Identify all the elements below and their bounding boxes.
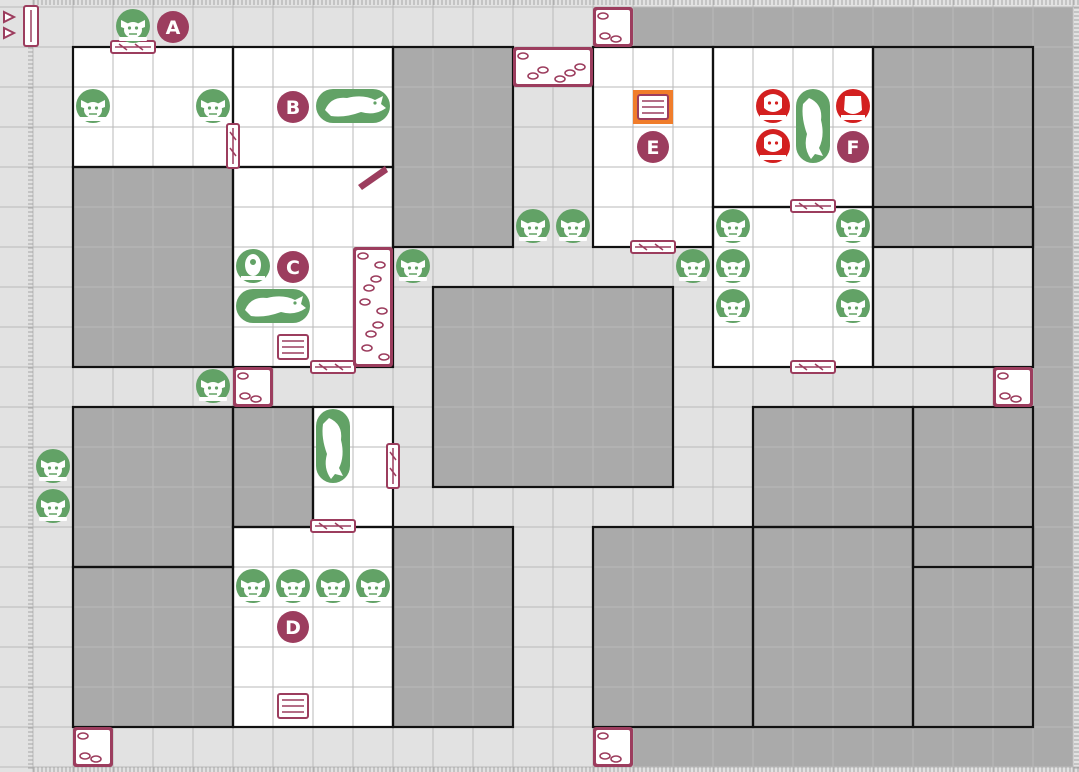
room-marker-d: D <box>277 611 309 643</box>
door-icon[interactable] <box>310 519 356 533</box>
room-marker-e: E <box>637 131 669 163</box>
orc-icon[interactable] <box>116 9 150 43</box>
wall-outline <box>911 525 1035 729</box>
rock-area <box>753 407 1033 527</box>
orc-icon[interactable] <box>716 289 750 323</box>
rock-area <box>1033 7 1073 767</box>
wolf-icon[interactable] <box>316 89 390 123</box>
bookcase-icon <box>353 247 393 367</box>
trap-icon <box>358 166 388 190</box>
chest-icon[interactable] <box>277 334 309 360</box>
marker-label: C <box>286 257 300 279</box>
marker-label: B <box>286 97 300 119</box>
start-arrow-icon <box>3 5 39 47</box>
secret-door-icon <box>993 367 1033 407</box>
marker-label: D <box>285 617 301 639</box>
orc-icon[interactable] <box>836 249 870 283</box>
wolf-icon[interactable] <box>316 409 350 483</box>
rock-area <box>393 47 513 247</box>
orc-icon[interactable] <box>356 569 390 603</box>
wolf-icon[interactable] <box>236 289 310 323</box>
orc-icon[interactable] <box>36 449 70 483</box>
orc-icon[interactable] <box>716 209 750 243</box>
room-marker-f: F <box>837 131 869 163</box>
wall-outline <box>71 165 235 369</box>
marker-label: A <box>166 17 181 39</box>
chaos-warrior-icon[interactable] <box>756 89 790 123</box>
marker-label: E <box>647 137 660 159</box>
room-marker-b: B <box>277 91 309 123</box>
rock-area <box>753 527 1033 727</box>
orc-icon[interactable] <box>196 369 230 403</box>
orc-icon[interactable] <box>36 489 70 523</box>
wall-outline <box>871 45 1035 249</box>
secret-door-icon <box>593 727 633 767</box>
chaos-warrior-icon[interactable] <box>756 129 790 163</box>
orc-icon[interactable] <box>516 209 550 243</box>
room-marker-c: C <box>277 251 309 283</box>
wolf-icon[interactable] <box>796 89 830 163</box>
edge-ticks <box>28 0 1079 772</box>
wall-outline <box>391 45 515 249</box>
orc-icon[interactable] <box>276 569 310 603</box>
rubble-icon <box>513 47 593 87</box>
door-icon[interactable] <box>310 360 356 374</box>
fimir-icon[interactable] <box>236 249 270 283</box>
door-icon[interactable] <box>630 240 676 254</box>
wall-outline <box>391 525 515 729</box>
chest-icon[interactable] <box>277 693 309 719</box>
orc-icon[interactable] <box>556 209 590 243</box>
orc-icon[interactable] <box>316 569 350 603</box>
orc-icon[interactable] <box>196 89 230 123</box>
rock-area <box>633 727 1073 767</box>
rock-area <box>633 7 1073 47</box>
door-icon[interactable] <box>790 199 836 213</box>
orc-icon[interactable] <box>836 209 870 243</box>
door-icon[interactable] <box>386 443 400 489</box>
wall-outline <box>871 205 1035 369</box>
orc-icon[interactable] <box>676 249 710 283</box>
rock-area <box>393 527 513 727</box>
door-icon[interactable] <box>790 360 836 374</box>
room-marker-a: A <box>157 11 189 43</box>
marker-label: F <box>847 137 860 159</box>
door-icon[interactable] <box>226 123 240 169</box>
orc-icon[interactable] <box>396 249 430 283</box>
chest-icon[interactable] <box>633 90 673 124</box>
orc-icon[interactable] <box>236 569 270 603</box>
enemy-hero-icon[interactable] <box>836 89 870 123</box>
wall-outline <box>431 285 675 489</box>
secret-door-icon <box>233 367 273 407</box>
secret-door-icon <box>73 727 113 767</box>
wall-outline <box>911 405 1035 569</box>
orc-icon[interactable] <box>716 249 750 283</box>
orc-icon[interactable] <box>76 89 110 123</box>
orc-icon[interactable] <box>836 289 870 323</box>
walls <box>71 45 1035 729</box>
secret-door-icon <box>593 7 633 47</box>
